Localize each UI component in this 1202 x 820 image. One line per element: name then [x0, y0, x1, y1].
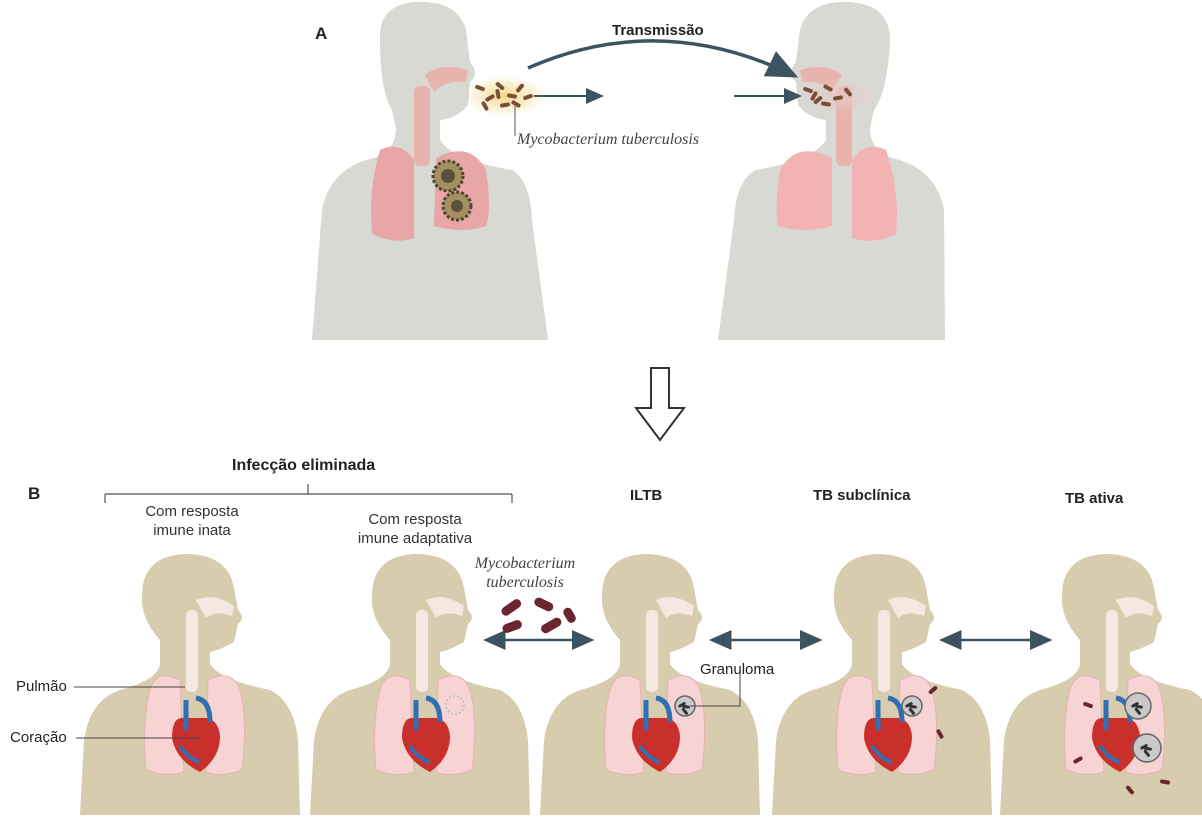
lung-label: Pulmão: [16, 678, 67, 695]
torso-stage-2: [310, 554, 530, 815]
pathogen-label-b: Mycobacterium tuberculosis: [465, 554, 585, 592]
stage-adaptive-line1: Com resposta: [340, 510, 490, 529]
panel-a-label: A: [315, 24, 327, 44]
stage-innate-line2: imune inata: [122, 521, 262, 540]
group-bracket: [105, 484, 512, 503]
stage-iltb-label: ILTB: [630, 487, 662, 504]
stage-adaptive-label: Com resposta imune adaptativa: [340, 510, 490, 548]
transmission-curve-arrow: [528, 41, 795, 76]
granuloma: [902, 696, 922, 716]
person-a-recipient: [718, 2, 945, 340]
panel-b-label: B: [28, 484, 40, 504]
trachea: [878, 610, 890, 692]
body-silhouette: [1000, 554, 1202, 815]
progression-down-arrow: [636, 368, 684, 440]
torso-row: [80, 554, 1202, 815]
group-title: Infecção eliminada: [232, 457, 375, 475]
left-lung: [776, 151, 832, 230]
pathogen-label-a: Mycobacterium tuberculosis: [517, 131, 699, 149]
granuloma: [1133, 734, 1161, 762]
stage-innate-line1: Com resposta: [122, 502, 262, 521]
person-a-infected: [312, 2, 548, 340]
transmission-label: Transmissão: [612, 22, 704, 39]
torso-stage-1: [80, 554, 300, 815]
trachea: [414, 86, 430, 166]
stage-innate-label: Com resposta imune inata: [122, 502, 262, 540]
pathogen-label-b-line2: tuberculosis: [465, 573, 585, 592]
pathogen-label-b-line1: Mycobacterium: [465, 554, 585, 573]
torso-stage-3: [540, 554, 760, 815]
heart-label: Coração: [10, 729, 67, 746]
granuloma: [1125, 693, 1151, 719]
torso-stage-5: [1000, 554, 1202, 815]
stage-subclinical-label: TB subclínica: [813, 487, 911, 504]
trachea: [186, 610, 198, 692]
left-lung: [371, 147, 414, 241]
trachea: [646, 610, 658, 692]
stage-active-label: TB ativa: [1065, 490, 1123, 507]
trachea: [416, 610, 428, 692]
granuloma-label: Granuloma: [700, 661, 774, 678]
stage-adaptive-line2: imune adaptativa: [340, 529, 490, 548]
trachea: [1106, 610, 1118, 692]
body-silhouette: [312, 2, 548, 340]
bacteria-group-b: [500, 596, 578, 635]
torso-stage-4: [772, 554, 992, 815]
